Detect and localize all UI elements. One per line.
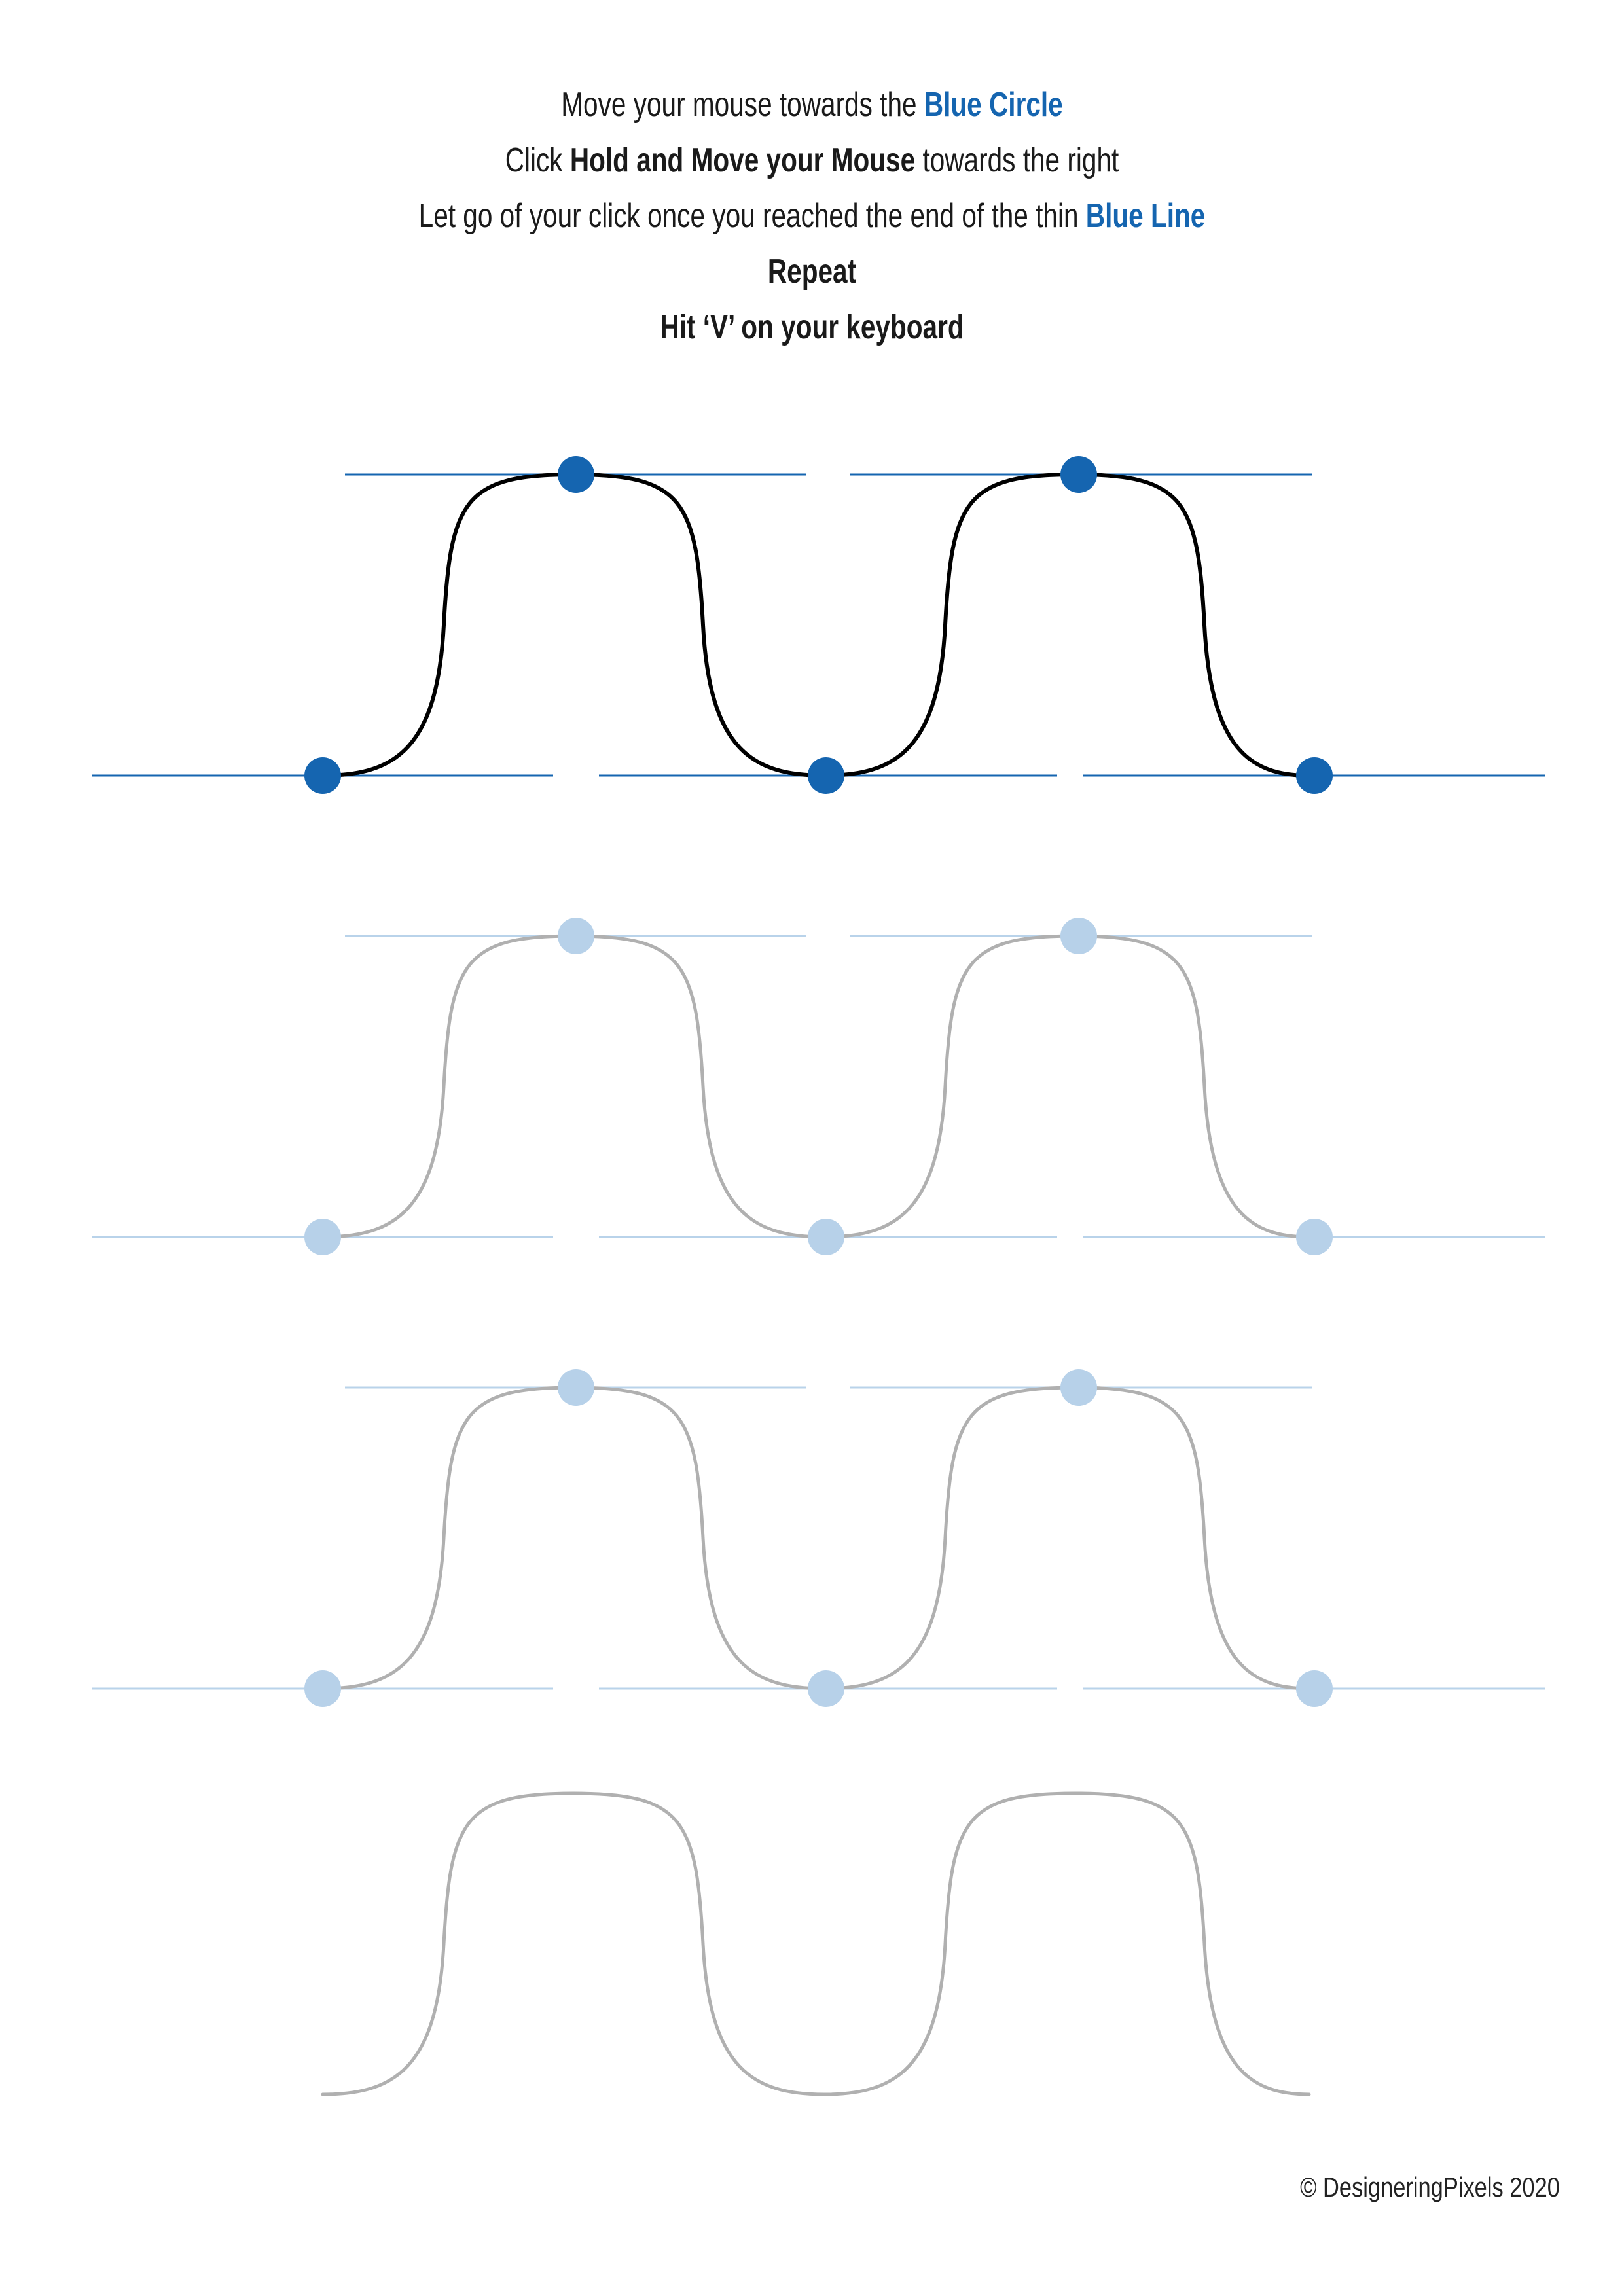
blue-circle-dot[interactable] bbox=[808, 1670, 844, 1707]
instruction-line-3: Let go of your click once you reached th… bbox=[179, 188, 1445, 244]
instruction-line-5: Hit ‘V’ on your keyboard bbox=[660, 308, 964, 346]
instruction-text: Let go of your click once you reached th… bbox=[418, 197, 1086, 235]
instruction-line-1: Move your mouse towards the Blue Circle bbox=[179, 77, 1445, 133]
instruction-line-4: Repeat bbox=[767, 253, 857, 291]
blue-circle-dot[interactable] bbox=[304, 1219, 341, 1255]
copyright: © DesigneringPixels 2020 bbox=[1300, 2172, 1560, 2202]
instructions: Move your mouse towards the Blue Circle … bbox=[0, 77, 1624, 355]
hold-move-highlight: Hold and Move your Mouse bbox=[569, 141, 916, 179]
blue-circle-dot[interactable] bbox=[1060, 1369, 1097, 1406]
instruction-text: Move your mouse towards the bbox=[561, 86, 924, 124]
blue-circle-dot[interactable] bbox=[1296, 1670, 1333, 1707]
wave-stroke-path bbox=[321, 934, 1311, 1239]
blue-circle-dot[interactable] bbox=[1296, 757, 1333, 794]
wave-stroke-path bbox=[321, 1386, 1311, 1691]
blue-circle-dot[interactable] bbox=[304, 1670, 341, 1707]
blue-circle-dot[interactable] bbox=[808, 1219, 844, 1255]
blue-circle-dot[interactable] bbox=[558, 456, 594, 493]
wave-stroke-path bbox=[321, 1791, 1311, 2096]
instruction-line-2: Click Hold and Move your Mouse towards t… bbox=[179, 133, 1445, 188]
blue-circle-dot[interactable] bbox=[558, 918, 594, 954]
blue-circle-dot[interactable] bbox=[1060, 456, 1097, 493]
blue-circle-highlight: Blue Circle bbox=[924, 86, 1063, 124]
wave-stroke-path bbox=[321, 473, 1311, 778]
blue-line-highlight: Blue Line bbox=[1085, 197, 1206, 235]
blue-circle-dot[interactable] bbox=[304, 757, 341, 794]
blue-circle-dot[interactable] bbox=[808, 757, 844, 794]
blue-circle-dot[interactable] bbox=[1296, 1219, 1333, 1255]
instruction-text: towards the right bbox=[915, 141, 1119, 179]
blue-circle-dot[interactable] bbox=[558, 1369, 594, 1406]
blue-circle-dot[interactable] bbox=[1060, 918, 1097, 954]
instruction-text: Click bbox=[505, 141, 570, 179]
